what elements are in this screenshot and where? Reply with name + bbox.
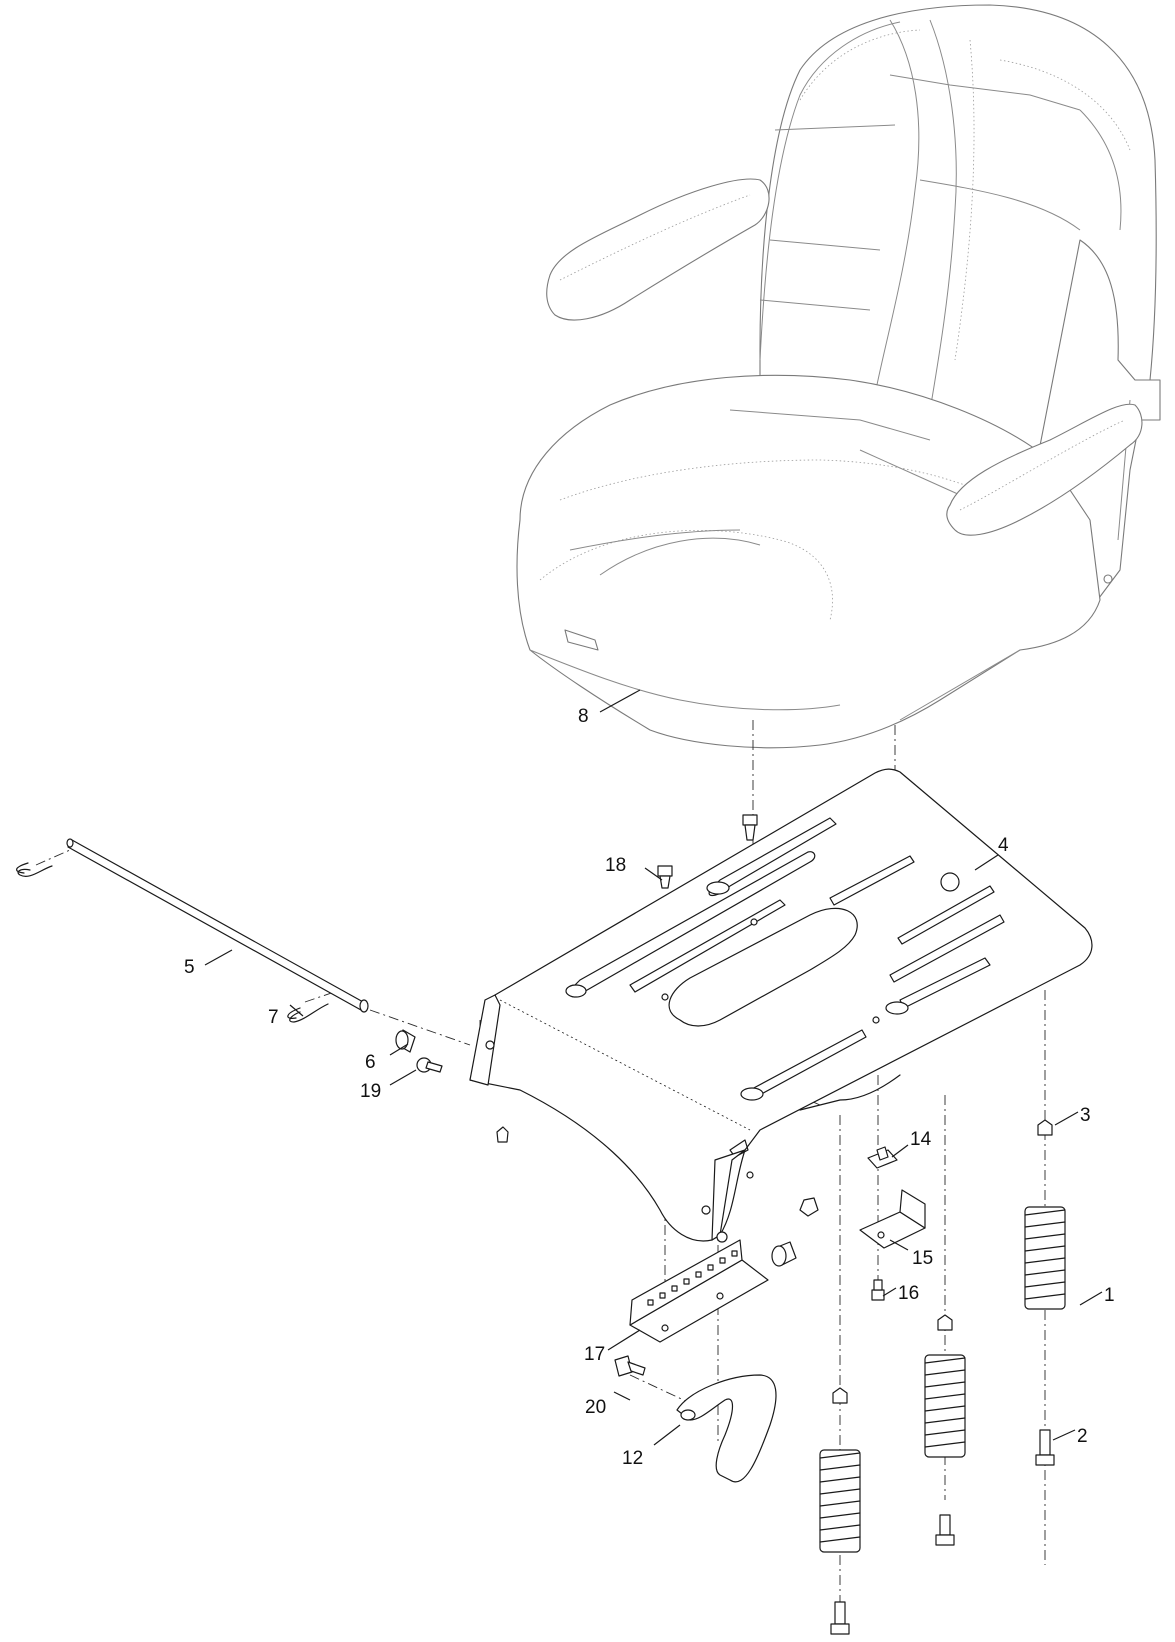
bolt-18-right [742,814,758,841]
callout-5: 5 [184,957,195,978]
spacer-6 [395,1029,416,1053]
callout-20: 20 [585,1397,606,1418]
spring-left [819,1449,861,1553]
nut-spring-mid [937,1314,953,1331]
spring-1 [1024,1206,1066,1310]
pivot-rod [66,838,369,1013]
cage-nut-14 [867,1146,898,1169]
callout-3: 3 [1080,1105,1091,1126]
callout-7: 7 [268,1007,279,1028]
callout-labels: 1 2 3 4 5 6 7 8 12 14 15 16 17 18 19 20 [184,706,1115,1469]
bolt-19 [416,1057,443,1073]
hairpin-clips [16,862,329,1023]
callout-8: 8 [578,706,589,727]
seat-mounting-plate [469,768,1093,1243]
adjust-bracket-17 [629,1239,769,1343]
bolt-spring-left [830,1601,850,1635]
spacer-right-flange [771,1241,797,1267]
callout-1: 1 [1104,1285,1115,1306]
spring-middle [924,1354,966,1458]
callout-17: 17 [584,1344,605,1365]
callout-2: 2 [1077,1426,1088,1447]
callout-12: 12 [622,1448,643,1469]
callout-4: 4 [998,835,1009,856]
nut-spring-left [832,1387,848,1404]
callout-19: 19 [360,1081,381,1102]
callout-14: 14 [910,1129,932,1150]
callout-16: 16 [898,1283,919,1304]
bolt-spring-mid [935,1514,955,1546]
callout-15: 15 [912,1248,933,1269]
callout-6: 6 [365,1052,376,1073]
callout-leaders [204,689,1103,1446]
nut-3 [1037,1119,1053,1136]
bolt-16 [871,1279,885,1301]
nut-left [496,1126,509,1143]
callout-18: 18 [605,855,626,876]
bolt-18-left [657,865,673,889]
seat-assembly [516,4,1161,749]
lever-12 [676,1374,777,1483]
bracket-15 [859,1189,926,1249]
bolt-20 [614,1355,646,1377]
bolt-2 [1035,1429,1055,1466]
nut-right-flange [799,1197,819,1217]
